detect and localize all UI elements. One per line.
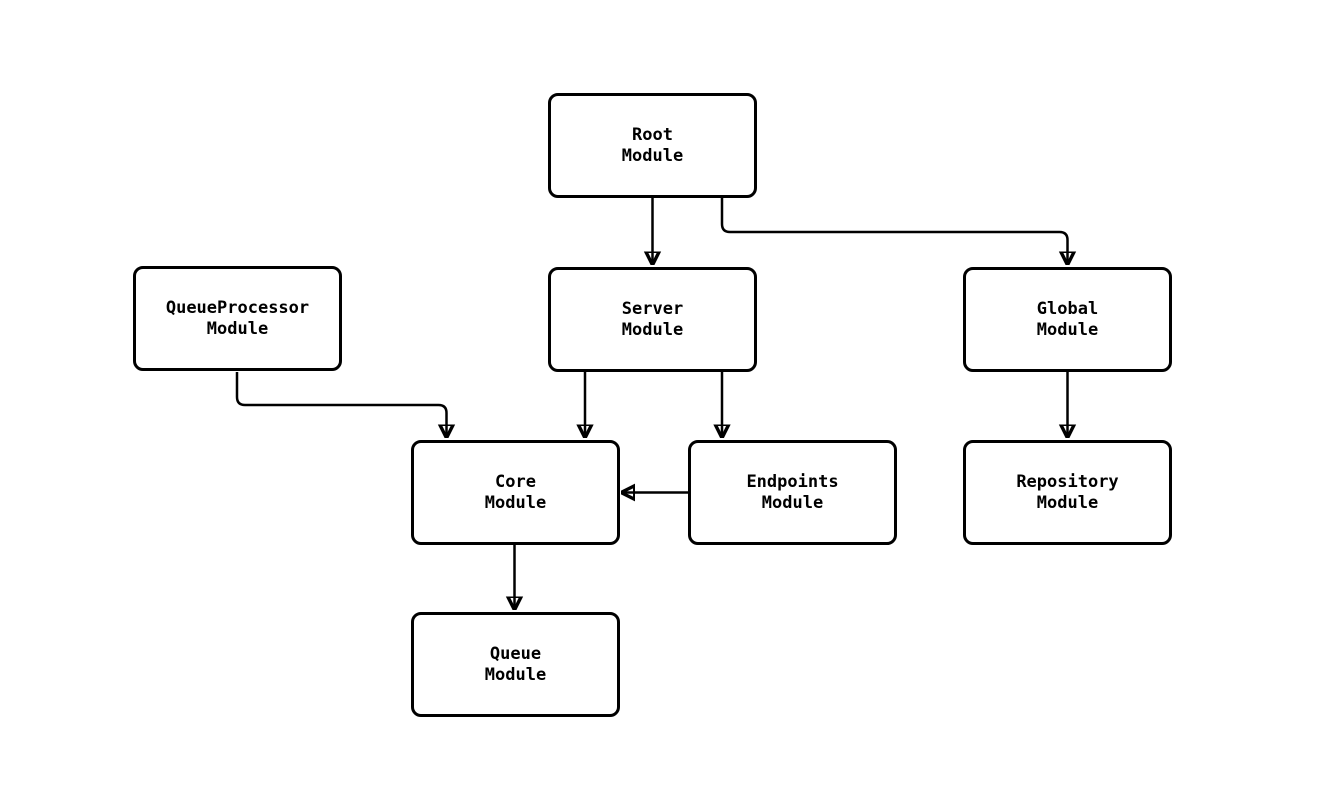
node-repository-module: Repository Module (963, 440, 1172, 545)
node-root-module: Root Module (548, 93, 757, 198)
node-endpoints-module: Endpoints Module (688, 440, 897, 545)
node-label: Endpoints Module (746, 471, 839, 513)
node-queueprocessor-module: QueueProcessor Module (133, 266, 342, 371)
node-label: Repository Module (1016, 471, 1119, 513)
node-label: Core Module (484, 471, 547, 513)
node-label: QueueProcessor Module (165, 297, 310, 339)
node-label: Server Module (621, 298, 684, 340)
node-label: Root Module (621, 124, 684, 166)
node-queue-module: Queue Module (411, 612, 620, 717)
node-label: Global Module (1036, 298, 1099, 340)
edge-queueprocessor-to-core (235, 372, 447, 438)
node-core-module: Core Module (411, 440, 620, 545)
edge-root-to-global (720, 198, 1068, 265)
node-global-module: Global Module (963, 267, 1172, 372)
node-label: Queue Module (484, 643, 547, 685)
node-server-module: Server Module (548, 267, 757, 372)
